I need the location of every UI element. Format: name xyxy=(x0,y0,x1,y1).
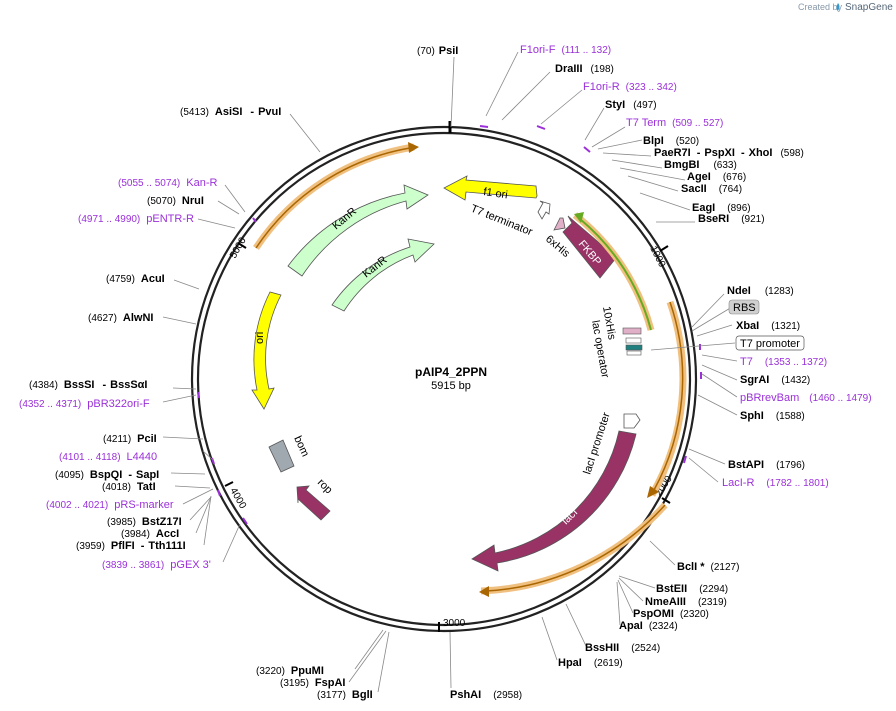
primer-marks xyxy=(197,125,702,525)
10xhis-label: 10xHis xyxy=(600,305,618,341)
t7-promoter-feature[interactable] xyxy=(626,350,642,356)
kanr-outer-feature[interactable] xyxy=(287,184,429,277)
tick-5000 xyxy=(237,242,247,249)
site-pcii[interactable]: (4211)PciI xyxy=(103,433,157,445)
site-bsshii[interactable]: BssHII(2524) xyxy=(585,642,660,654)
site-xbai[interactable]: XbaI(1321) xyxy=(736,320,800,332)
fkbp-feature[interactable] xyxy=(562,215,617,279)
bottom-orf-arrowhead xyxy=(479,586,489,597)
site-blpi[interactable]: BlpI(520) xyxy=(643,135,699,147)
site-bspqi[interactable]: (4095)BspQI-SapI xyxy=(55,469,159,481)
primer-pentr-r[interactable]: (4971 .. 4990)pENTR-R xyxy=(78,213,194,225)
laci-promoter-feature[interactable] xyxy=(623,413,641,429)
tick-label-4000: 4000 xyxy=(227,486,248,511)
backbone-outer xyxy=(190,125,698,633)
ori-label: ori xyxy=(254,332,266,344)
plasmid-name: pAIP4_2PPN xyxy=(415,365,487,379)
site-acci[interactable]: (3984)AccI xyxy=(121,528,179,540)
bom-feature[interactable] xyxy=(268,439,295,473)
svg-text:T7 promoter: T7 promoter xyxy=(740,338,800,350)
t7-promoter-tag[interactable]: T7 promoter xyxy=(735,335,805,351)
bottom-orf-arc[interactable] xyxy=(485,504,666,592)
rbs-feature[interactable] xyxy=(625,337,642,344)
site-pshai[interactable]: PshAI(2958) xyxy=(450,689,522,701)
site-bcli[interactable]: BclI *(2127) xyxy=(677,561,739,573)
site-pspomi[interactable]: PspOMI(2320) xyxy=(633,608,709,620)
primer-f1ori-f[interactable]: F1ori-F(111 .. 132) xyxy=(520,44,611,56)
f1-ori-label: f1 ori xyxy=(483,186,509,201)
brand-text: SnapGene xyxy=(845,2,893,13)
site-nmeaiii[interactable]: NmeAIII(2319) xyxy=(645,596,727,608)
site-bstz17i[interactable]: (3985)BstZ17I xyxy=(107,516,182,528)
primer-t7-term[interactable]: T7 Term(509 .. 527) xyxy=(626,117,723,129)
lac-operator-feature[interactable] xyxy=(625,344,643,351)
laci-feature[interactable] xyxy=(471,430,637,572)
site-bsssi[interactable]: (4384)BssSI-BssSαI xyxy=(29,379,148,391)
10xhis-feature[interactable] xyxy=(622,327,642,335)
svg-text:RBS: RBS xyxy=(733,302,756,314)
snapgene-icon xyxy=(836,3,840,11)
label-connectors xyxy=(162,51,738,693)
right-orf-arrowhead xyxy=(647,486,659,498)
snapgene-logo: SnapGene xyxy=(836,2,893,13)
primer-l4440[interactable]: (4101 .. 4118)L4440 xyxy=(59,451,157,463)
topleft-orf-arrowhead xyxy=(408,142,419,153)
primer-laci-r[interactable]: LacI-R(1782 .. 1801) xyxy=(722,477,829,489)
site-bstapi[interactable]: BstAPI(1796) xyxy=(728,459,805,471)
site-draiii[interactable]: DraIII(198) xyxy=(555,63,614,75)
primer-kan-r[interactable]: (5055 .. 5074)Kan-R xyxy=(118,177,218,189)
primer-t7[interactable]: T7(1353 .. 1372) xyxy=(740,356,827,368)
topleft-orf-arc[interactable] xyxy=(255,147,411,249)
tick-label-3000: 3000 xyxy=(443,618,466,629)
site-sphi[interactable]: SphI(1588) xyxy=(740,410,805,422)
rop-label: rop xyxy=(315,477,335,497)
site-ppumi[interactable]: (3220)PpuMI xyxy=(256,665,324,677)
green-orf-arc[interactable] xyxy=(579,218,652,331)
primer-pbrrevbam[interactable]: pBRrevBam(1460 .. 1479) xyxy=(740,392,872,404)
site-psii[interactable]: (70)PsiI xyxy=(417,45,458,57)
site-bseri[interactable]: BseRI(921) xyxy=(698,213,765,225)
site-acui[interactable]: (4759)AcuI xyxy=(106,273,165,285)
site-tati[interactable]: (4018)TatI xyxy=(102,481,156,493)
site-fspai[interactable]: (3195)FspAI xyxy=(280,677,345,689)
site-apai[interactable]: ApaI(2324) xyxy=(619,620,678,632)
site-paer7i[interactable]: PaeR7I-PspXI-XhoI(598) xyxy=(654,147,804,159)
primer-pbr322ori-f[interactable]: (4352 .. 4371)pBR322ori-F xyxy=(19,398,150,410)
site-bsteii[interactable]: BstEII(2294) xyxy=(656,583,728,595)
bom-label: bom xyxy=(291,434,311,458)
ori-feature[interactable] xyxy=(251,291,282,410)
green-orf-arrowhead xyxy=(574,212,584,223)
tick-2000 xyxy=(661,497,671,504)
created-by-text: Created by xyxy=(798,2,843,12)
site-sacii[interactable]: SacII(764) xyxy=(681,183,742,195)
site-alwni[interactable]: (4627)AlwNI xyxy=(88,312,153,324)
6xhis-feature[interactable] xyxy=(553,217,566,231)
site-pflfi[interactable]: (3959)PflFI-Tth111I xyxy=(76,540,186,552)
tick-1000 xyxy=(659,245,669,252)
site-nrui[interactable]: (5070)NruI xyxy=(147,195,204,207)
site-styi[interactable]: StyI(497) xyxy=(605,99,657,111)
site-hpai[interactable]: HpaI(2619) xyxy=(558,657,623,669)
t7-terminator-feature[interactable] xyxy=(537,200,551,220)
site-sgrai[interactable]: SgrAI(1432) xyxy=(740,374,810,386)
kanr-inner-feature[interactable] xyxy=(331,238,435,312)
primer-pgex3[interactable]: (3839 .. 3861)pGEX 3' xyxy=(102,559,211,571)
rop-feature[interactable] xyxy=(296,485,331,521)
rbs-tag[interactable]: RBS xyxy=(728,299,760,315)
primer-prs-marker[interactable]: (4002 .. 4021)pRS-marker xyxy=(46,499,174,511)
f1-ori-feature[interactable] xyxy=(443,175,538,201)
site-eagi[interactable]: EagI(896) xyxy=(692,202,751,214)
primer-f1ori-r[interactable]: F1ori-R(323 .. 342) xyxy=(583,81,677,93)
right-orf-arc[interactable] xyxy=(653,301,684,491)
backbone-inner xyxy=(196,131,692,627)
site-asisi[interactable]: (5413)AsiSI-PvuI xyxy=(180,106,281,118)
t7-terminator-label: T7 terminator xyxy=(469,203,534,239)
tick-4000 xyxy=(224,481,234,487)
site-bgli[interactable]: (3177)BglI xyxy=(317,689,373,701)
site-agei[interactable]: AgeI(676) xyxy=(687,171,746,183)
site-ndei[interactable]: NdeI(1283) xyxy=(727,285,794,297)
plasmid-size: 5915 bp xyxy=(431,380,471,392)
site-bmgbi[interactable]: BmgBI(633) xyxy=(664,159,737,171)
